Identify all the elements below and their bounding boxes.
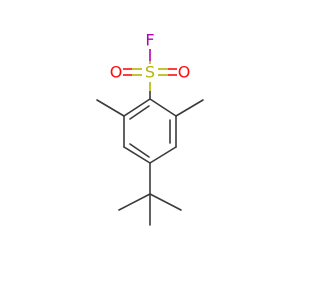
- ring-double-bond-1: [129, 105, 150, 120]
- tbutyl-methyl-left: [118, 193, 151, 211]
- structure-canvas: F S O O: [96, 30, 204, 226]
- tert-butyl-group: [118, 162, 182, 226]
- ring-double-bond-3: [129, 143, 150, 158]
- bond-s-o-right: [158, 68, 177, 76]
- molecule-diagram: F S O O: [96, 31, 204, 226]
- atom-oxygen-left-label: O: [110, 63, 123, 82]
- tbutyl-methyl-right: [149, 193, 182, 211]
- benzene-ring: [123, 98, 177, 164]
- methyl-left: [96, 99, 125, 117]
- bond-s-o-left: [123, 68, 142, 76]
- methyl-right: [175, 99, 204, 117]
- atom-fluorine-label: F: [145, 31, 154, 50]
- atom-oxygen-right-label: O: [178, 63, 191, 82]
- atom-sulfur-label: S: [145, 63, 155, 82]
